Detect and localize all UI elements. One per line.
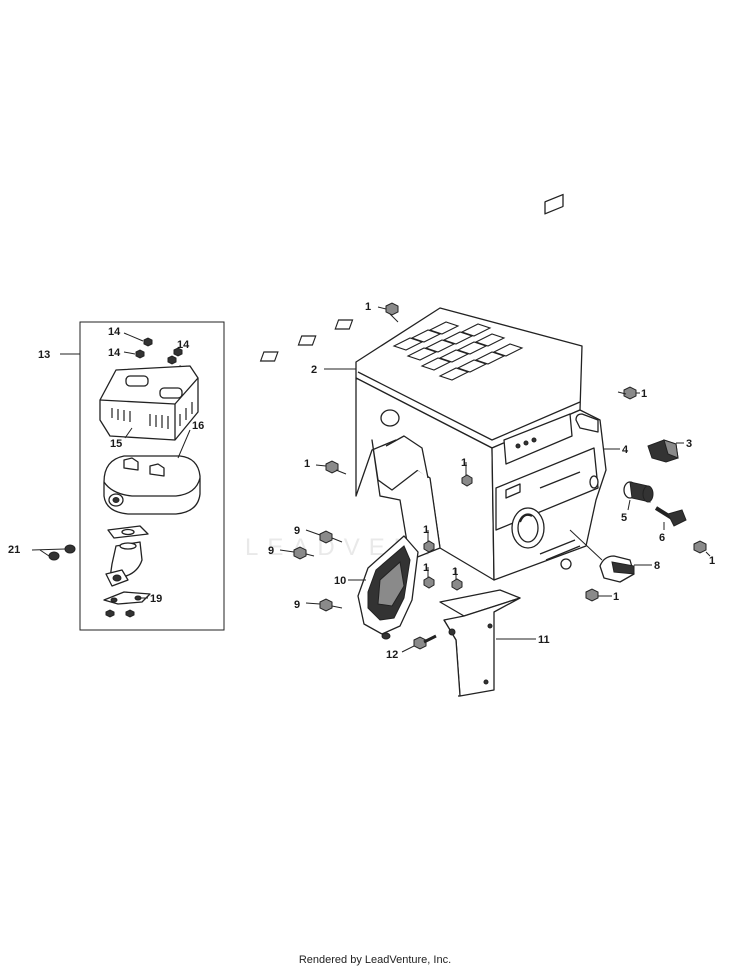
callout-9c[interactable]: 9 [294,599,300,611]
callout-8[interactable]: 8 [654,560,660,572]
callout-14a[interactable]: 14 [108,326,121,338]
lock-plate-19 [103,591,151,618]
callout-1g[interactable]: 1 [452,566,458,578]
callout-9a[interactable]: 9 [294,525,300,537]
callout-1f[interactable]: 1 [423,562,429,574]
callout-1e[interactable]: 1 [423,524,429,536]
callout-1d[interactable]: 1 [461,457,467,469]
callout-16[interactable]: 16 [192,420,204,432]
callout-1a[interactable]: 1 [365,301,371,313]
callout-1i[interactable]: 1 [613,591,619,603]
muffler-heat-shield [99,365,199,441]
callout-4[interactable]: 4 [622,444,629,456]
muffler-assembly-frame [79,321,225,631]
bolt-12 [401,634,437,653]
callout-10[interactable]: 10 [334,575,346,587]
callout-12[interactable]: 12 [386,649,398,661]
callout-1c[interactable]: 1 [304,458,310,470]
callout-19[interactable]: 19 [150,593,162,605]
callout-3[interactable]: 3 [686,438,692,450]
nut-21-group [31,544,76,561]
callout-15[interactable]: 15 [110,438,122,450]
muffler [103,429,201,515]
mounting-bracket [439,589,536,697]
callout-5[interactable]: 5 [621,512,627,524]
ignition-key [647,439,684,463]
callout-11[interactable]: 11 [538,634,550,646]
callout-13[interactable]: 13 [38,349,50,361]
callout-21[interactable]: 21 [8,544,20,556]
callout-14b[interactable]: 14 [108,347,121,359]
callout-1b[interactable]: 1 [641,388,647,400]
callout-2[interactable]: 2 [311,364,317,376]
callout-1h[interactable]: 1 [709,555,715,567]
screw-9-group [279,529,343,612]
side-cover [348,535,419,640]
callout-9b[interactable]: 9 [268,545,274,557]
exhaust-elbow-and-gasket [105,525,149,587]
screw-14-group [123,332,183,365]
callout-14c[interactable]: 14 [177,339,190,351]
primer-knob [654,506,687,530]
choke-knob [569,529,652,583]
footer-credit: Rendered by LeadVenture, Inc. [298,954,452,966]
callout-6[interactable]: 6 [659,532,665,544]
engine-shroud [259,193,607,581]
screw-1-group [315,302,711,602]
key-switch [623,481,654,511]
